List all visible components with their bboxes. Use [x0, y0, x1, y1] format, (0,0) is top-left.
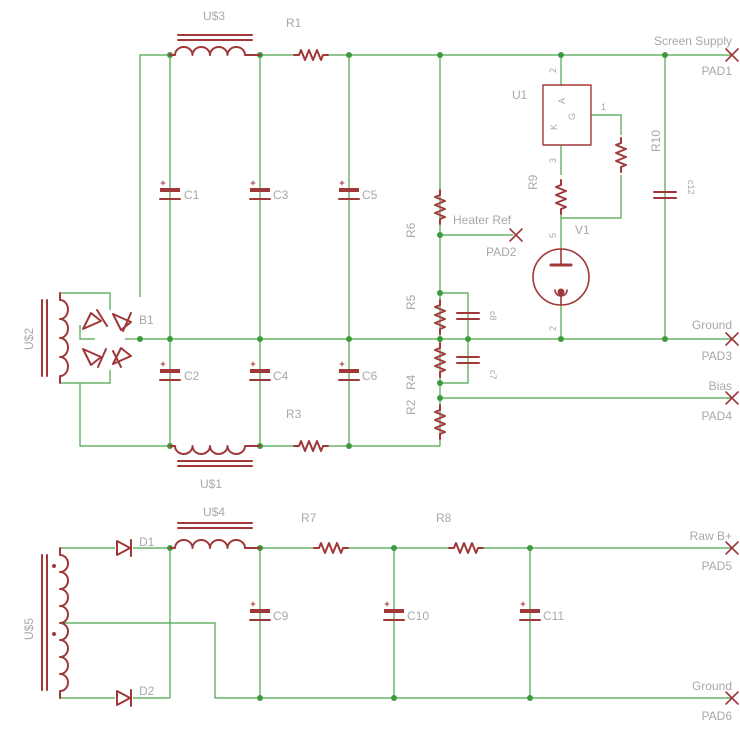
resistor-r9[interactable]	[555, 179, 567, 215]
label-r9: R9	[526, 174, 540, 190]
label-r8: R8	[436, 511, 452, 525]
resistor-r2[interactable]	[434, 404, 446, 440]
label-r10: R10	[649, 130, 663, 152]
pad-x-marks	[509, 48, 739, 705]
resistor-r3[interactable]	[293, 440, 329, 452]
label-pad2: PAD2	[486, 245, 517, 259]
capacitor-c5[interactable]	[338, 180, 360, 200]
label-r7: R7	[301, 511, 317, 525]
label-c3: C3	[273, 188, 289, 202]
label-c4: C4	[273, 369, 289, 383]
resistor-r5[interactable]	[434, 299, 446, 335]
v1-pin2: 2	[548, 326, 558, 331]
label-d1: D1	[139, 535, 155, 549]
label-pad3: PAD3	[702, 349, 733, 363]
u1-pin2: 2	[548, 68, 558, 73]
label-c12: c12	[686, 180, 696, 195]
label-v1: V1	[575, 223, 590, 237]
capacitor-c1[interactable]	[0, 0, 181, 200]
label-r3: R3	[286, 407, 302, 421]
capacitor-c11[interactable]	[519, 601, 541, 621]
resistor-r6[interactable]	[434, 189, 446, 225]
label-u1: U1	[512, 88, 528, 102]
label-pad6: PAD6	[702, 709, 733, 723]
transformer-us5[interactable]	[41, 547, 69, 699]
label-c10: C10	[407, 609, 429, 623]
label-b1: B1	[139, 313, 154, 327]
label-pad5: PAD5	[702, 559, 733, 573]
resistor-r8[interactable]	[448, 542, 484, 554]
net-ground-1: Ground	[692, 318, 732, 332]
capacitor-c8[interactable]	[456, 312, 480, 320]
label-us4: U$4	[203, 505, 225, 519]
label-r6: R6	[404, 222, 418, 238]
capacitor-c2[interactable]	[159, 361, 181, 381]
resistor-r1[interactable]	[293, 49, 329, 61]
label-c1: C1	[184, 188, 200, 202]
label-us5: U$5	[22, 618, 36, 640]
capacitor-c6[interactable]	[338, 361, 360, 381]
u1-pin1: 1	[601, 102, 606, 112]
label-c8: c8	[488, 311, 498, 321]
wires	[60, 54, 732, 699]
u1-pin3: 3	[548, 158, 558, 163]
inductor-us1[interactable]	[169, 445, 261, 467]
resistor-r10[interactable]	[615, 137, 627, 173]
label-us3: U$3	[203, 9, 225, 23]
resistor-r7[interactable]	[313, 542, 349, 554]
u1-pin-g: G	[567, 113, 577, 120]
capacitor-c10[interactable]	[383, 601, 405, 621]
u1-pin-a: A	[557, 98, 567, 104]
label-c7: c7	[488, 370, 498, 380]
capacitor-c3[interactable]	[249, 180, 271, 200]
net-raw-b: Raw B+	[690, 529, 732, 543]
net-ground-2: Ground	[692, 679, 732, 693]
transformer-us2[interactable]	[41, 292, 69, 384]
label-r2: R2	[404, 399, 418, 415]
label-pad1: PAD1	[702, 64, 733, 78]
label-c5: C5	[362, 188, 378, 202]
inductor-us4[interactable]	[169, 522, 261, 549]
label-us1: U$1	[200, 477, 222, 491]
u1-pin-k: K	[549, 124, 559, 130]
inductor-us3[interactable]	[169, 34, 261, 56]
label-r1: R1	[286, 16, 302, 30]
capacitor-c12[interactable]	[653, 191, 677, 199]
label-d2: D2	[139, 684, 155, 698]
label-c9: C9	[273, 609, 289, 623]
label-c2: C2	[184, 369, 200, 383]
diode-d2[interactable]	[116, 689, 132, 707]
labels: U$3 R1 U$1 R3 U$4 R7 R8 C1 C3 C5 C2 C4 C…	[22, 9, 732, 723]
label-pad4: PAD4	[702, 409, 733, 423]
bridge-rectifier-b1[interactable]	[82, 309, 132, 368]
net-heater-ref: Heater Ref	[453, 213, 512, 227]
net-bias: Bias	[709, 379, 732, 393]
junctions	[137, 52, 668, 701]
tube-v1[interactable]	[532, 248, 590, 306]
label-r4: R4	[404, 374, 418, 390]
label-r5: R5	[404, 294, 418, 310]
v1-pin5: 5	[548, 233, 558, 238]
label-c6: C6	[362, 369, 378, 383]
regulator-u1[interactable]	[542, 84, 592, 146]
capacitor-c7[interactable]	[456, 356, 480, 364]
label-us2: U$2	[22, 328, 36, 350]
resistor-r4[interactable]	[434, 342, 446, 378]
capacitor-c9[interactable]	[249, 601, 271, 621]
net-screen-supply: Screen Supply	[654, 34, 732, 48]
capacitor-c4[interactable]	[249, 361, 271, 381]
diode-d1[interactable]	[116, 539, 132, 557]
label-c11: C11	[543, 609, 564, 623]
